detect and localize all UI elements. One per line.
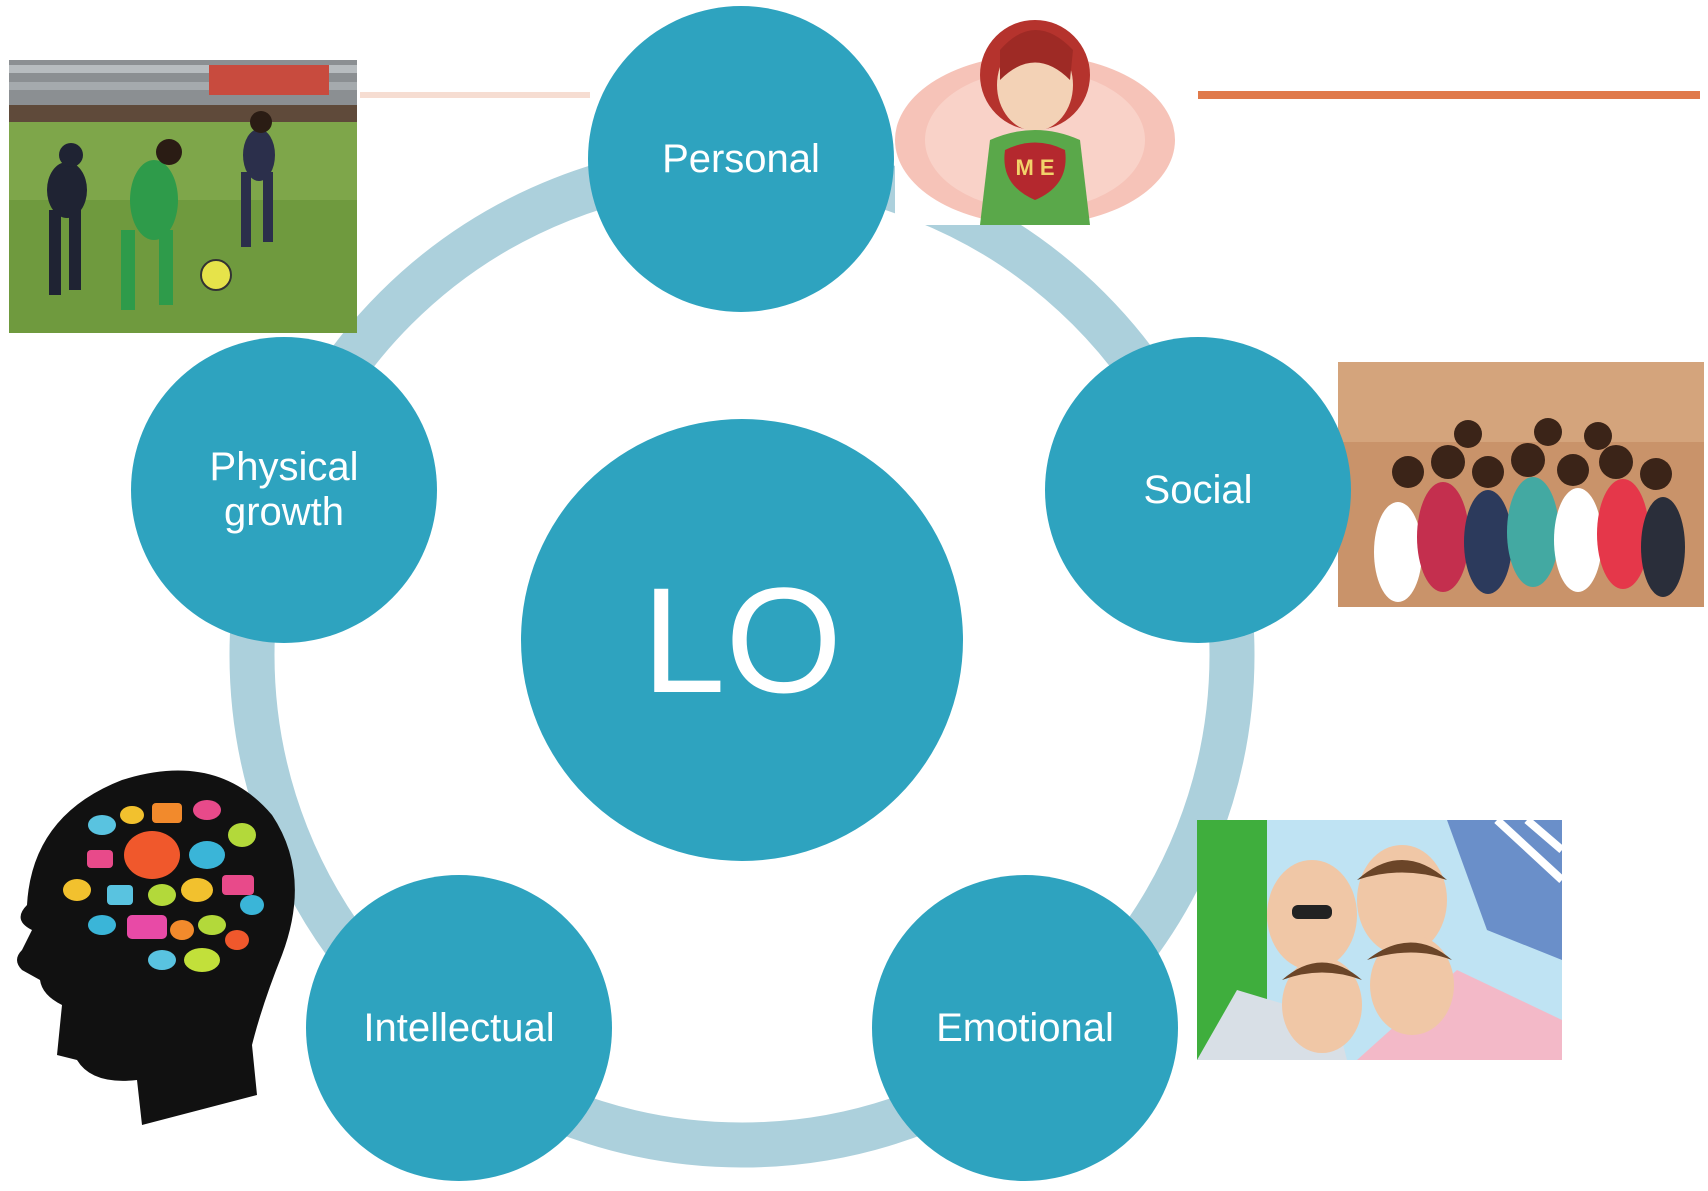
smiling-friends-photo [1197, 820, 1562, 1060]
node-physical-growth: Physical growth [131, 337, 437, 643]
node-intellectual: Intellectual [306, 875, 612, 1181]
node-emotional: Emotional [872, 875, 1178, 1181]
node-emotional-label: Emotional [936, 1005, 1114, 1050]
node-social-label: Social [1143, 467, 1253, 512]
node-personal-label: Personal [662, 136, 820, 181]
soccer-players-photo [9, 60, 357, 333]
me-lettering: M E [1015, 155, 1054, 180]
node-physical-growth-label: Physical growth [209, 445, 359, 534]
center-node-lo: LO [521, 419, 963, 861]
node-intellectual-label: Intellectual [363, 1005, 555, 1050]
node-personal: Personal [588, 6, 894, 312]
group-of-people-photo [1338, 362, 1704, 607]
center-label: LO [641, 556, 843, 724]
node-social: Social [1045, 337, 1351, 643]
head-speech-bubbles-illustration [2, 755, 302, 1125]
me-hug-cartoon: M E [895, 10, 1193, 225]
